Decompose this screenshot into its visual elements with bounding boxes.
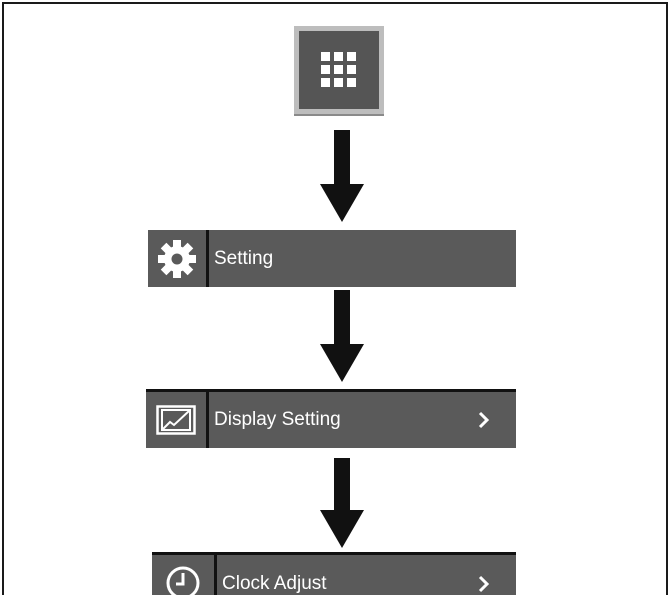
- display-setting-label: Display Setting: [214, 409, 341, 430]
- clock-icon: [166, 566, 200, 595]
- clock-adjust-label: Clock Adjust: [222, 573, 327, 594]
- down-arrow-icon: [320, 458, 364, 548]
- setting-icon-cell: [148, 230, 206, 287]
- gear-icon: [158, 239, 196, 278]
- down-arrow-icon: [320, 290, 364, 382]
- clock-icon-cell: [152, 555, 214, 595]
- display-icon-cell: [146, 392, 206, 448]
- setting-label: Setting: [214, 247, 274, 269]
- separator: [206, 392, 209, 448]
- chevron-right-icon: [478, 392, 516, 448]
- chevron-right-icon: [478, 555, 516, 595]
- grid-menu-icon: [321, 52, 356, 87]
- setting-menu-item[interactable]: Setting: [148, 230, 516, 287]
- separator: [206, 230, 209, 287]
- display-setting-menu-item[interactable]: Display Setting: [146, 389, 516, 448]
- menu-button-face: [299, 31, 379, 109]
- clock-adjust-menu-item[interactable]: Clock Adjust: [152, 552, 516, 595]
- separator: [214, 555, 217, 595]
- menu-button[interactable]: [294, 26, 384, 116]
- down-arrow-icon: [320, 130, 364, 222]
- display-icon: [156, 405, 196, 435]
